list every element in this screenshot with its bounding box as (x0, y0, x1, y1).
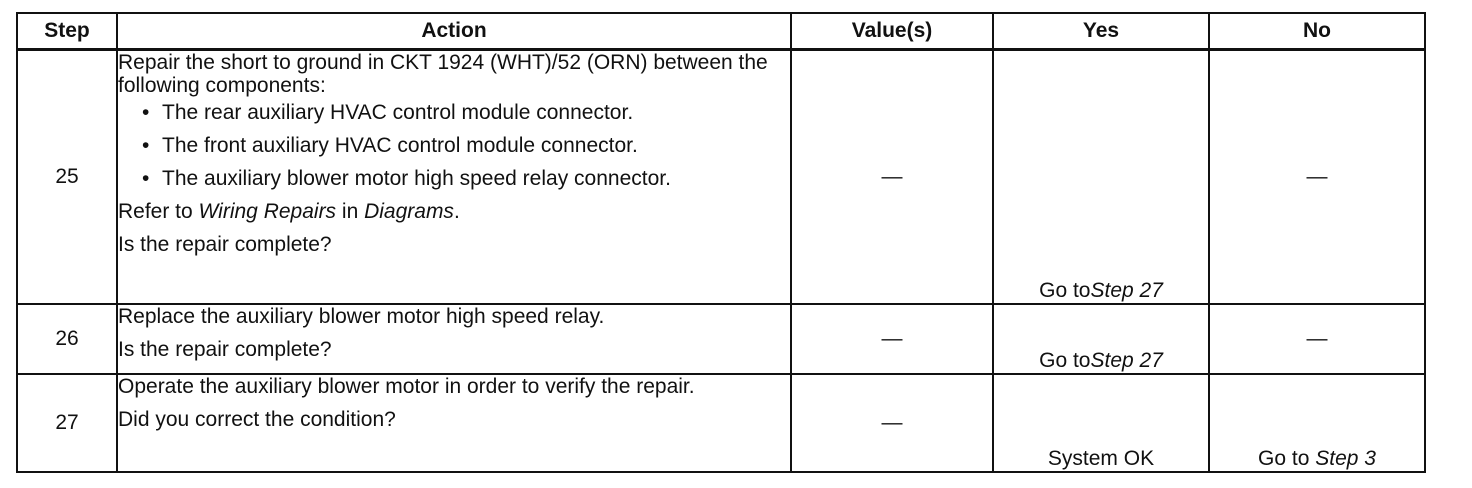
step-27-link[interactable]: Step 27 (1090, 348, 1163, 372)
header-no: No (1208, 12, 1426, 51)
action-cell: Replace the auxiliary blower motor high … (116, 302, 792, 375)
no-cell: — (1208, 48, 1426, 305)
header-action: Action (116, 12, 792, 51)
table-row-step-25: 25 Repair the short to ground in CKT 192… (16, 48, 1426, 305)
bullet-icon: • (142, 101, 150, 124)
list-item: •The front auxiliary HVAC control module… (142, 134, 638, 157)
header-values: Value(s) (790, 12, 994, 51)
value-dash: — (881, 410, 903, 434)
list-item: •The rear auxiliary HVAC control module … (142, 101, 634, 124)
action-intro: Repair the short to ground in CKT 1924 (… (118, 51, 768, 97)
action-question: Is the repair complete? (118, 233, 332, 256)
step-3-link[interactable]: Step 3 (1315, 446, 1376, 470)
no-dash: — (1306, 164, 1328, 188)
action-cell: Operate the auxiliary blower motor in or… (116, 372, 792, 473)
bullet-icon: • (142, 134, 150, 157)
no-dash: — (1306, 326, 1328, 350)
no-cell: — (1208, 302, 1426, 375)
header-step: Step (16, 12, 118, 51)
step-number: 26 (16, 302, 118, 375)
value-cell: — (790, 372, 994, 473)
value-cell: — (790, 302, 994, 375)
table-row-step-27: 27 Operate the auxiliary blower motor in… (16, 372, 1426, 473)
component-list: •The rear auxiliary HVAC control module … (118, 101, 790, 190)
bullet-icon: • (142, 167, 150, 190)
step-number: 27 (16, 372, 118, 473)
yes-cell: Go toStep 27 (992, 48, 1210, 305)
step-number: 25 (16, 48, 118, 305)
table-row-step-26: 26 Replace the auxiliary blower motor hi… (16, 302, 1426, 375)
value-cell: — (790, 48, 994, 305)
action-question: Did you correct the condition? (118, 407, 396, 431)
step-27-link[interactable]: Step 27 (1090, 278, 1163, 302)
header-row: Step Action Value(s) Yes No (16, 12, 1426, 51)
diagrams-link[interactable]: Diagrams (364, 200, 454, 223)
yes-cell: System OK (992, 372, 1210, 473)
header-yes: Yes (992, 12, 1210, 51)
action-question: Is the repair complete? (118, 337, 332, 361)
refer-line: Refer to Wiring Repairs in Diagrams. (118, 200, 460, 223)
list-item: •The auxiliary blower motor high speed r… (142, 167, 671, 190)
yes-cell: Go toStep 27 (992, 302, 1210, 375)
diagnostic-table: Step Action Value(s) Yes No 25 Repair th… (16, 12, 1426, 473)
wiring-repairs-link[interactable]: Wiring Repairs (198, 200, 337, 223)
action-text: Operate the auxiliary blower motor in or… (118, 374, 695, 398)
value-dash: — (881, 326, 903, 350)
action-cell: Repair the short to ground in CKT 1924 (… (116, 48, 792, 305)
action-text: Replace the auxiliary blower motor high … (118, 304, 605, 328)
no-cell: Go to Step 3 (1208, 372, 1426, 473)
value-dash: — (881, 164, 903, 188)
